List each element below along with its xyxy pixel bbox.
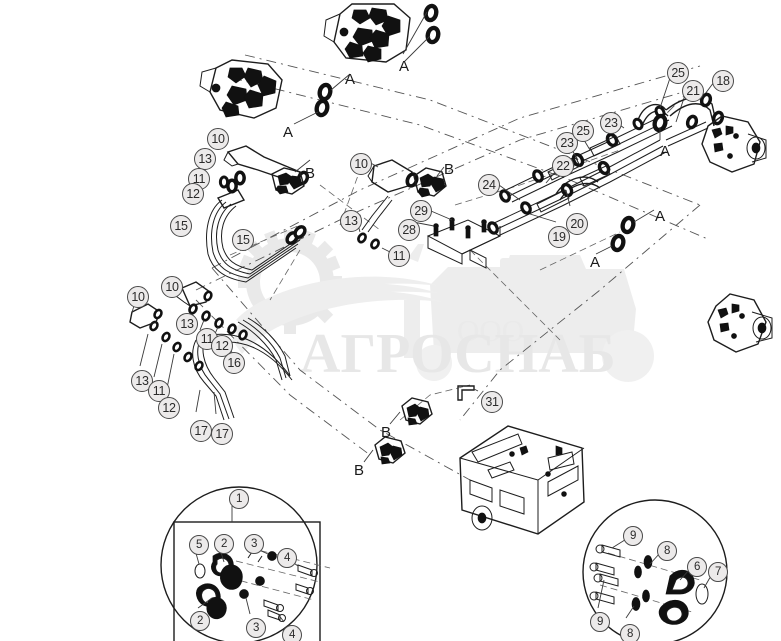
leader-B-bottom-2: [363, 449, 374, 463]
inset-left: [160, 486, 331, 641]
callout-bubble-10: 10: [207, 128, 229, 150]
leader-A-1: [402, 11, 428, 55]
callout-bubble-15: 15: [232, 229, 254, 251]
item-31-bracket: [457, 385, 479, 401]
leader-B-bottom-1: [389, 411, 401, 425]
leader-A-3: [330, 73, 351, 91]
pump-right-upper: [701, 115, 767, 173]
pump-right-lower: [707, 293, 773, 353]
pump-top-center: [323, 3, 411, 63]
callout-bubble-25: 25: [572, 120, 594, 142]
valve-B-bottom-2: [374, 436, 406, 465]
pipe-10-center: [367, 159, 421, 193]
letter-label-A: A: [283, 124, 294, 141]
hose-tail-right: [665, 90, 727, 147]
reference-centerlines: [195, 54, 711, 481]
bracket-28-29: [426, 217, 502, 269]
callout-bubble-12: 12: [211, 335, 233, 357]
pump-top-left: [199, 59, 283, 119]
callout-bubble-3: 3: [246, 618, 266, 638]
callout-bubble-2: 2: [190, 611, 210, 631]
callout-bubble-12: 12: [182, 183, 204, 205]
callout-bubble-20: 20: [566, 213, 588, 235]
fitting-A-top-center-1: [421, 2, 441, 24]
callout-bubble-8: 8: [620, 624, 640, 641]
leader-19: [529, 213, 557, 223]
letter-label-B: B: [305, 165, 316, 182]
leader-B-center: [436, 166, 445, 177]
callout-bubble-12: 12: [158, 397, 180, 419]
callout-bubble-1: 1: [229, 489, 249, 509]
callout-bubble-13: 13: [340, 210, 362, 232]
letter-label-A: A: [590, 254, 601, 271]
valve-B-left: [271, 167, 305, 195]
callout-bubble-24: 24: [478, 174, 500, 196]
letter-label-A: A: [660, 143, 671, 160]
main-hose-run: [484, 103, 673, 237]
callout-bubble-5: 5: [189, 535, 209, 555]
callout-bubble-10: 10: [161, 276, 183, 298]
callout-bubble-13: 13: [131, 370, 153, 392]
leader-A-4: [293, 111, 319, 125]
callout-bubble-15: 15: [170, 215, 192, 237]
callout-bubble-13: 13: [194, 148, 216, 170]
callout-bubble-10: 10: [350, 153, 372, 175]
valve-B-center: [413, 167, 447, 198]
callout-bubble-28: 28: [398, 219, 420, 241]
fittings-A-right-mid: [595, 209, 655, 255]
leader-2b: [197, 597, 213, 609]
letter-label-A: A: [345, 71, 356, 88]
callout-bubble-23: 23: [556, 132, 578, 154]
letter-label-B: B: [354, 462, 365, 479]
callout-bubble-25: 25: [667, 62, 689, 84]
callout-bubble-8: 8: [657, 541, 677, 561]
callout-bubble-17: 17: [190, 420, 212, 442]
callout-bubble-31: 31: [481, 391, 503, 413]
leader-4b: [277, 613, 285, 623]
callout-bubble-21: 21: [682, 80, 704, 102]
letter-label-B: B: [381, 424, 392, 441]
callout-bubble-29: 29: [410, 200, 432, 222]
pipe-10-lower: [129, 303, 165, 329]
callout-bubble-23: 23: [600, 112, 622, 134]
valve-B-bottom-1: [401, 397, 433, 426]
callout-bubble-7: 7: [708, 562, 728, 582]
fitting-A-top-left-2: [312, 97, 332, 119]
leader-3b: [245, 597, 251, 615]
callout-bubble-16: 16: [223, 352, 245, 374]
callout-bubble-9: 9: [590, 612, 610, 632]
leader-A-2: [403, 35, 431, 63]
valve-block-bottom-center: [459, 425, 585, 535]
callout-bubble-4: 4: [282, 625, 302, 641]
leader-8b: [625, 605, 635, 619]
leader-17b: [213, 391, 217, 415]
letter-label-B: B: [444, 161, 455, 178]
letter-label-A: A: [399, 58, 410, 75]
fitting-A-top-center-2: [423, 24, 443, 46]
callout-bubble-22: 22: [552, 155, 574, 177]
inset-left-parts: [194, 547, 331, 622]
callout-bubble-19: 19: [548, 226, 570, 248]
leader-B-left: [294, 159, 311, 173]
letter-label-A: A: [655, 208, 666, 225]
callout-bubble-11: 11: [388, 245, 410, 267]
callout-bubble-13: 13: [176, 313, 198, 335]
callout-bubble-18: 18: [712, 70, 734, 92]
callout-bubble-2: 2: [214, 534, 234, 554]
inset-right-parts: [589, 544, 709, 625]
callout-bubble-3: 3: [244, 534, 264, 554]
callout-bubble-10: 10: [127, 286, 149, 308]
callout-bubble-9: 9: [623, 526, 643, 546]
callout-bubble-4: 4: [277, 548, 297, 568]
callout-bubble-17: 17: [211, 423, 233, 445]
leader-17a: [195, 389, 201, 413]
leader-9b: [597, 579, 605, 609]
callout-bubble-6: 6: [687, 557, 707, 577]
leader-20: [565, 189, 571, 207]
hose-bundle-15: [206, 170, 310, 283]
